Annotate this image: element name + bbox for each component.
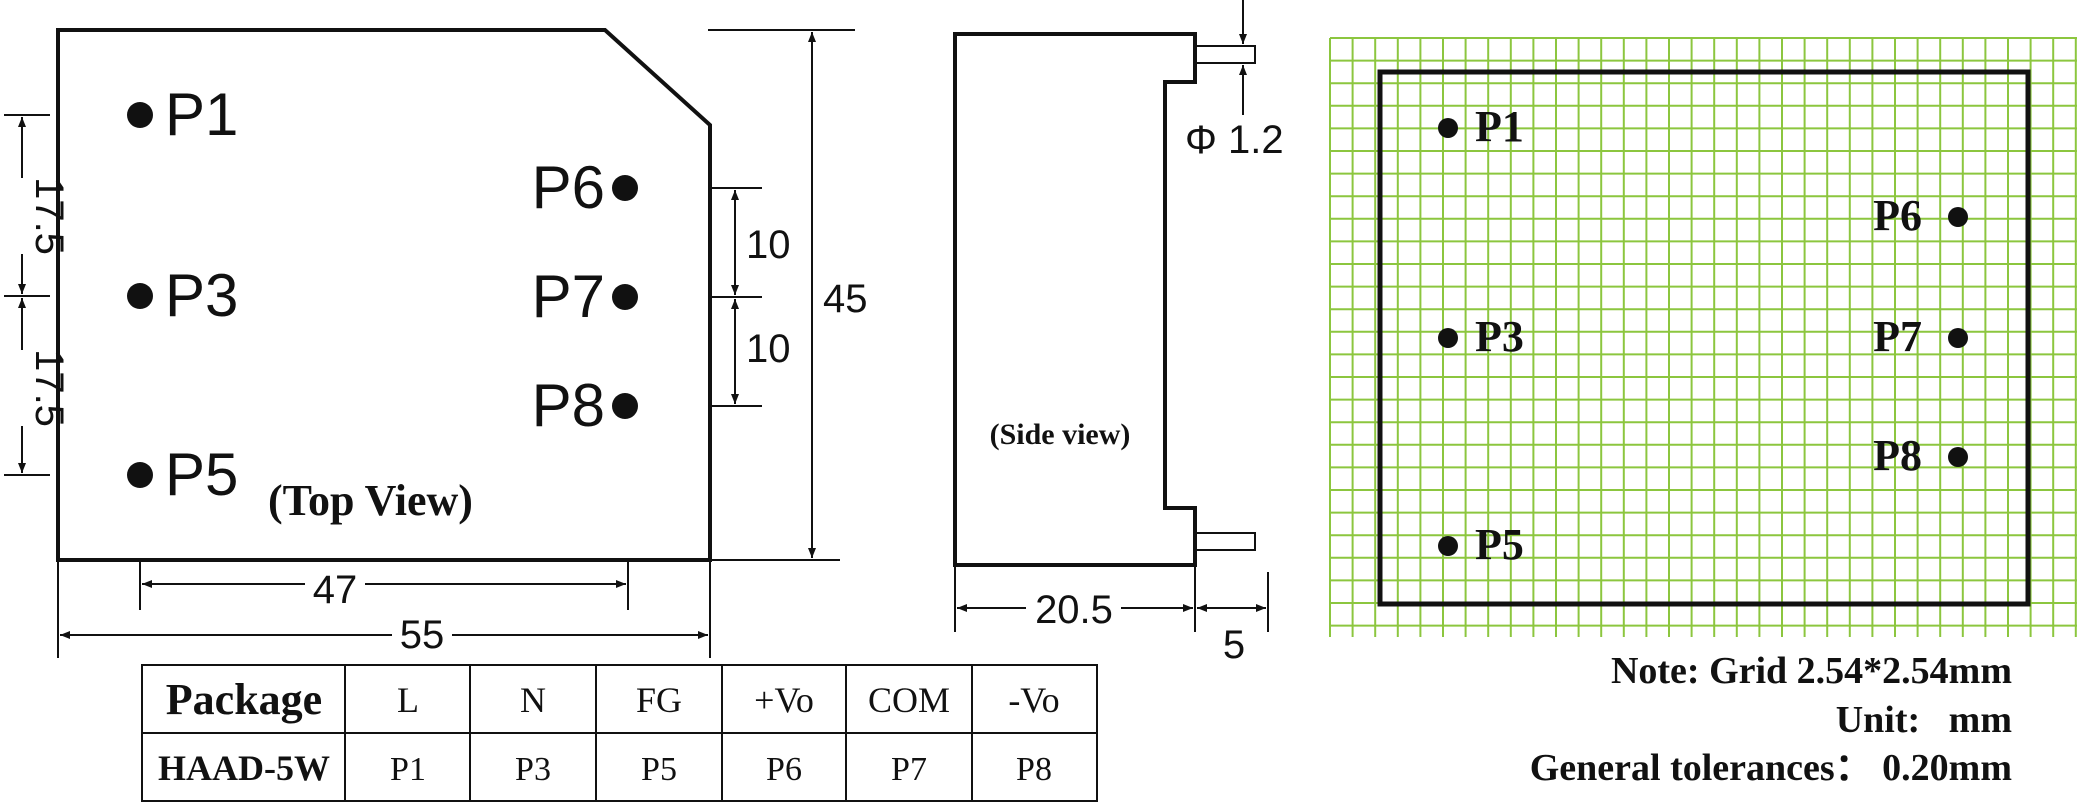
table-header-l: L bbox=[397, 680, 419, 720]
fp-pin-label-p7: P7 bbox=[1873, 312, 1922, 361]
top-pin-label-p7: P7 bbox=[532, 263, 605, 330]
top-view: P1 P3 P5 P6 P7 P8 (Top View) 17.5 17.5 1… bbox=[2, 28, 868, 658]
fp-pin-label-p1: P1 bbox=[1475, 102, 1524, 151]
dim-depth: 20.5 bbox=[1035, 588, 1113, 632]
fp-pin-label-p3: P3 bbox=[1475, 312, 1524, 361]
fp-pin-p7-dot bbox=[1948, 328, 1968, 348]
side-view: Φ 1.2 (Side view) 20.5 5 bbox=[953, 0, 1284, 667]
note-grid: Note: Grid 2.54*2.54mm bbox=[1611, 650, 2012, 692]
table-cell-p6: P6 bbox=[766, 751, 802, 788]
side-pin-bottom bbox=[1194, 532, 1256, 551]
fp-pin-p5-dot bbox=[1438, 536, 1458, 556]
dim-pitch-b: 17.5 bbox=[27, 349, 71, 427]
dim-height: 45 bbox=[823, 277, 868, 321]
table-header-fg: FG bbox=[636, 680, 682, 720]
footprint-outline bbox=[1377, 69, 2031, 607]
fp-pin-p1-dot bbox=[1438, 118, 1458, 138]
table-model-name: HAAD-5W bbox=[158, 748, 330, 788]
fp-pin-p6-dot bbox=[1948, 207, 1968, 227]
fp-pin-label-p5: P5 bbox=[1475, 520, 1524, 569]
pin-p5-dot bbox=[127, 462, 153, 488]
fp-pin-p8-dot bbox=[1948, 447, 1968, 467]
note-unit: Unit: mm bbox=[1836, 699, 2012, 741]
top-pin-label-p3: P3 bbox=[165, 262, 238, 329]
pin-p6-dot bbox=[612, 175, 638, 201]
table-header-com: COM bbox=[868, 680, 950, 720]
side-view-caption: (Side view) bbox=[990, 418, 1131, 451]
dim-pitch-d: 10 bbox=[746, 327, 791, 371]
pin-p7-dot bbox=[612, 284, 638, 310]
side-pin-diameter: Φ 1.2 bbox=[1185, 118, 1284, 162]
table-cell-p5: P5 bbox=[641, 751, 677, 788]
dim-pitch-a: 17.5 bbox=[27, 177, 71, 255]
top-view-caption: (Top View) bbox=[268, 476, 473, 525]
notes: Note: Grid 2.54*2.54mm Unit: mm General … bbox=[1530, 650, 2012, 789]
fp-pin-label-p6: P6 bbox=[1873, 191, 1922, 240]
table-header-package: Package bbox=[166, 675, 322, 724]
pin-p3-dot bbox=[127, 283, 153, 309]
dim-width: 55 bbox=[400, 613, 445, 657]
table-cell-p8: P8 bbox=[1016, 751, 1052, 788]
table-cell-p1: P1 bbox=[390, 751, 426, 788]
note-tolerance: General tolerances： 0.20mm bbox=[1530, 747, 2012, 789]
side-pin-top bbox=[1194, 45, 1256, 64]
fp-pin-p3-dot bbox=[1438, 328, 1458, 348]
footprint-view: P1 P3 P5 P6 P7 P8 bbox=[1329, 37, 2077, 637]
pin-table: Package L N FG +Vo COM -Vo HAAD-5W P1 P3… bbox=[141, 664, 1098, 802]
table-cell-p3: P3 bbox=[515, 751, 551, 788]
side-view-outline bbox=[953, 32, 1197, 567]
top-view-outline bbox=[56, 28, 712, 562]
top-pin-label-p5: P5 bbox=[165, 441, 238, 508]
dim-pin-span: 47 bbox=[313, 568, 358, 612]
table-header-vo-minus: -Vo bbox=[1008, 680, 1059, 720]
dim-pitch-c: 10 bbox=[746, 223, 791, 267]
footprint-grid bbox=[1329, 37, 2077, 637]
fp-pin-label-p8: P8 bbox=[1873, 431, 1922, 480]
table-header-vo-plus: +Vo bbox=[754, 680, 814, 720]
top-pin-label-p6: P6 bbox=[532, 154, 605, 221]
table-cell-p7: P7 bbox=[891, 751, 927, 788]
top-pin-label-p1: P1 bbox=[165, 81, 238, 148]
dim-pin-length: 5 bbox=[1223, 623, 1245, 667]
pin-p1-dot bbox=[127, 102, 153, 128]
table-header-n: N bbox=[520, 680, 546, 720]
top-pin-label-p8: P8 bbox=[532, 372, 605, 439]
pin-p8-dot bbox=[612, 393, 638, 419]
